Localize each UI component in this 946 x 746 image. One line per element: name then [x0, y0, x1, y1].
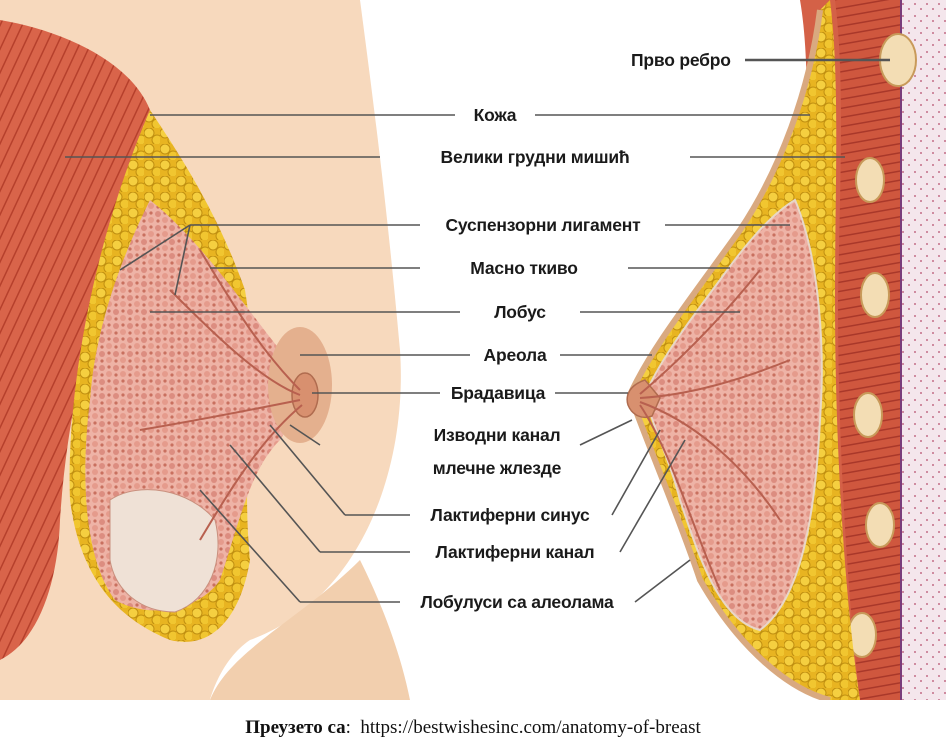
- label-lactiferous-sinus: Лактиферни синус: [430, 505, 589, 525]
- label-skin: Кожа: [474, 105, 517, 125]
- label-pectoralis-major: Велики грудни мишић: [441, 147, 630, 167]
- label-suspensory-ligament: Суспензорни лигамент: [445, 215, 640, 235]
- label-areola: Ареола: [484, 345, 547, 365]
- label-mammary-duct-line1: Изводни канал: [434, 425, 561, 445]
- credit-prefix: Преузето са: [245, 717, 345, 738]
- image-credit: Преузето са: https://bestwishesinc.com/a…: [0, 717, 946, 739]
- label-lobe: Лобус: [494, 302, 546, 322]
- credit-url[interactable]: https://bestwishesinc.com/anatomy-of-bre…: [360, 717, 700, 738]
- label-mammary-duct-line2: млечне жлезде: [433, 458, 561, 478]
- credit-separator: :: [346, 717, 351, 738]
- label-nipple: Брадавица: [451, 383, 545, 403]
- chest-wall: [900, 0, 946, 700]
- label-first-rib: Прво ребро: [631, 50, 731, 70]
- label-adipose-tissue: Масно ткиво: [470, 258, 577, 278]
- label-lobules-alveoli: Лобулуси са алеолама: [420, 592, 613, 612]
- label-lactiferous-duct: Лактиферни канал: [436, 542, 595, 562]
